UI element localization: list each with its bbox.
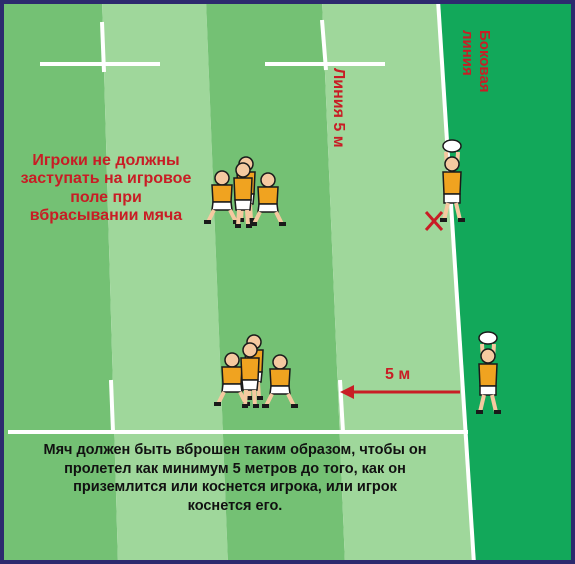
distance-label: 5 м	[385, 366, 411, 383]
touchline-label: Боковая линия	[458, 30, 493, 93]
players-note: Игроки не должны заступать на игровое по…	[20, 152, 192, 225]
field-stripe-1	[0, 0, 118, 564]
throw-rule-note: Мяч должен быть вброшен таким образом, ч…	[43, 442, 427, 514]
thrower-upper	[424, 138, 467, 231]
fifteen-m-line-bottom	[109, 379, 115, 433]
foul-cross	[424, 211, 444, 231]
field-stripe-3	[206, 0, 345, 564]
field-stripe-4	[322, 0, 474, 564]
field-stripe-2	[102, 0, 228, 564]
five-m-line-top	[320, 19, 328, 71]
five-m-line-bottom	[338, 379, 345, 433]
out-of-play-area	[438, 0, 575, 564]
five-m-line-label: Линия 5 м	[330, 68, 347, 148]
sideline	[436, 0, 476, 564]
distance-arrow	[340, 385, 460, 399]
